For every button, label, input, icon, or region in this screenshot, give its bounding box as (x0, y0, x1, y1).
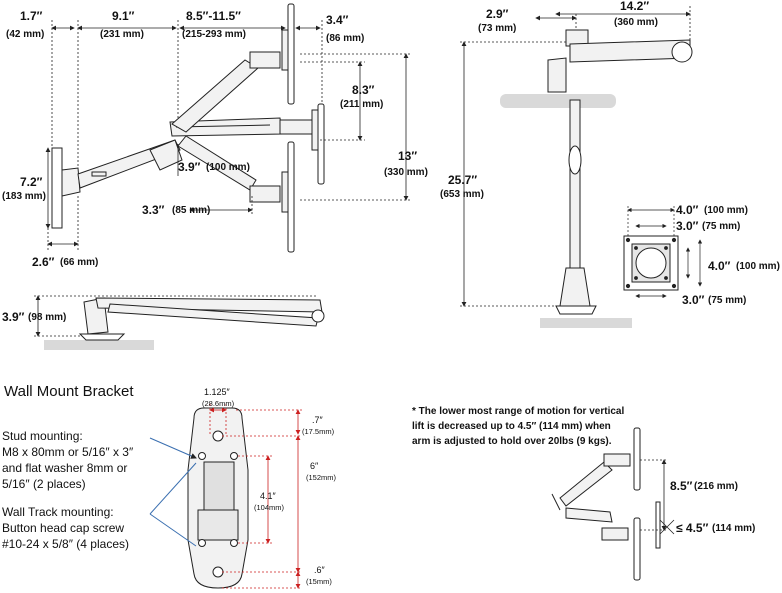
stud-line: M8 x 80mm or 5/16″ x 3″ (2, 445, 134, 459)
note-4-5-in: ≤ 4.5″ (676, 521, 709, 535)
track-line: Button head cap screw (2, 521, 125, 535)
dim-25-7-mm: (653 mm) (440, 189, 484, 200)
dim-25-7-in: 25.7″ (448, 173, 478, 187)
bracket-height-in: 6″ (310, 461, 319, 471)
note-diagram-drawing (551, 427, 661, 581)
vesa-3-0-top-in: 3.0″ (676, 219, 699, 233)
bracket-leader-lines (149, 437, 197, 547)
track-line: #10-24 x 5/8″ (4 places) (2, 537, 129, 551)
bracket-top-in: .7″ (312, 415, 323, 425)
bracket-width-mm: (28.6mm) (202, 399, 235, 408)
note-line: arm is adjusted to hold over 20lbs (9 kg… (412, 436, 612, 447)
dim-9-1-in: 9.1″ (112, 9, 135, 23)
dim-8-3-in: 8.3″ (352, 83, 375, 97)
dim-7-2-in: 7.2″ (20, 175, 43, 189)
dim-3-4-in: 3.4″ (326, 13, 349, 27)
bracket-spacing-mm: (104mm) (254, 503, 285, 512)
motion-note: * The lower most range of motion for ver… (412, 404, 672, 449)
dim-3-9-desk-in: 3.9″ (2, 310, 25, 324)
dim-8-5-11-5-in: 8.5″-11.5″ (186, 9, 241, 23)
side-view-dimension-lines (45, 20, 410, 250)
vesa-3-0-bottom-mm: (75 mm) (708, 295, 747, 306)
dim-14-2-in: 14.2″ (620, 0, 650, 13)
dim-8-3-mm: (211 mm) (340, 99, 384, 110)
vesa-3-0-bottom-in: 3.0″ (682, 293, 705, 307)
dim-2-6-mm: (66 mm) (60, 257, 99, 268)
note-dimension-lines (640, 459, 675, 535)
bracket-spacing-in: 4.1″ (260, 491, 276, 501)
bracket-bottom-in: .6″ (314, 565, 325, 575)
dim-1-7-mm: (42 mm) (6, 29, 45, 40)
dim-13-in: 13″ (398, 149, 418, 163)
dim-3-3-mm: (85 mm) (172, 205, 211, 216)
dim-2-6-in: 2.6″ (32, 255, 55, 269)
dim-14-2-mm: (360 mm) (614, 17, 658, 28)
side-view-drawing (51, 3, 325, 253)
bracket-top-mm: (17.5mm) (302, 427, 335, 436)
dim-3-3-in: 3.3″ (142, 203, 165, 217)
bracket-title: Wall Mount Bracket (4, 383, 134, 400)
dim-3-9-mm: (100 mm) (206, 162, 250, 173)
dim-3-9-desk-mm: (98 mm) (28, 312, 67, 323)
dim-2-9-in: 2.9″ (486, 7, 509, 21)
wall-bracket-drawing (187, 407, 249, 589)
vesa-plate-drawing (623, 235, 679, 291)
dim-8-5-11-5-mm: (215-293 mm) (182, 29, 246, 40)
note-line: * The lower most range of motion for ver… (412, 406, 625, 417)
track-line: Wall Track mounting: (2, 505, 114, 519)
note-4-5-mm: (114 mm) (712, 523, 756, 534)
wall-bracket-dimension-lines (209, 404, 302, 589)
front-view-dimension-lines (460, 6, 691, 307)
dim-2-9-mm: (73 mm) (478, 23, 517, 34)
dim-9-1-mm: (231 mm) (100, 29, 144, 40)
vesa-4-0-top-in: 4.0″ (676, 203, 699, 217)
dim-3-9-in: 3.9″ (178, 160, 201, 174)
dim-7-2-mm: (183 mm) (2, 191, 46, 202)
bracket-height-mm: (152mm) (306, 473, 337, 482)
bracket-width-in: 1.125″ (204, 387, 230, 397)
vesa-4-0-right-mm: (100 mm) (736, 261, 780, 272)
stud-line: 5/16″ (2 places) (2, 477, 86, 491)
note-8-5-mm: (216 mm) (694, 481, 738, 492)
front-view-drawing (500, 29, 693, 328)
dim-1-7-in: 1.7″ (20, 9, 43, 23)
stud-mounting-text: Stud mounting: M8 x 80mm or 5/16″ x 3″ a… (2, 428, 162, 492)
dim-13-mm: (330 mm) (384, 167, 428, 178)
bracket-bottom-mm: (15mm) (306, 577, 332, 586)
stud-line: and flat washer 8mm or (2, 461, 128, 475)
track-mounting-text: Wall Track mounting: Button head cap scr… (2, 504, 162, 552)
stud-line: Stud mounting: (2, 429, 83, 443)
note-line: lift is decreased up to 4.5″ (114 mm) wh… (412, 421, 611, 432)
vesa-4-0-top-mm: (100 mm) (704, 205, 748, 216)
vesa-dimension-lines (627, 206, 703, 299)
dim-3-4-mm: (86 mm) (326, 33, 365, 44)
vesa-3-0-top-mm: (75 mm) (702, 221, 741, 232)
side-view-desk-drawing (34, 295, 325, 350)
note-8-5-in: 8.5″ (670, 479, 693, 493)
vesa-4-0-right-in: 4.0″ (708, 259, 731, 273)
